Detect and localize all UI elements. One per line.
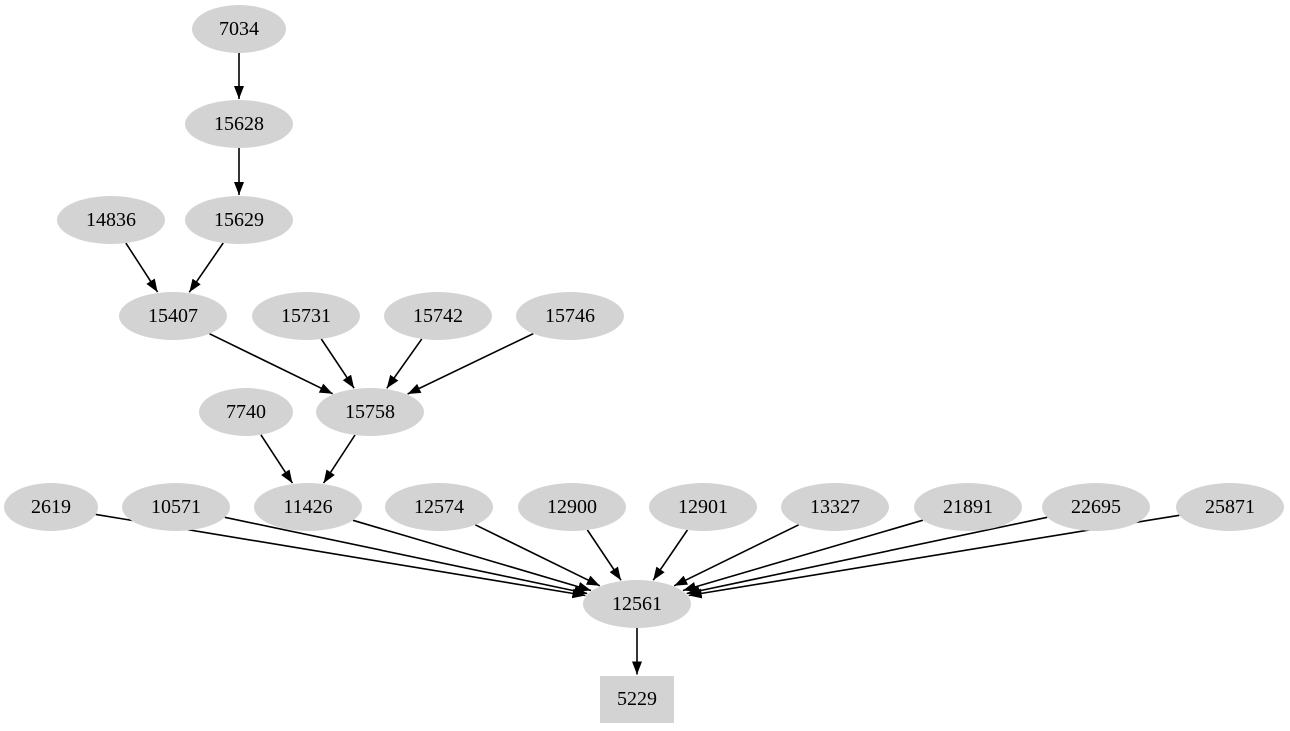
edge-10571-12561 [224,516,588,596]
node-label: 14836 [86,209,136,231]
graph-node-15758: 15758 [316,388,424,436]
node-label: 15407 [148,305,198,327]
edge-11426-12561 [352,519,592,592]
edge-14836-15407 [125,242,159,293]
graph-node-22695: 22695 [1042,483,1150,531]
graph-node-7740: 7740 [199,388,293,436]
graph-node-12574: 12574 [385,483,493,531]
node-label: 2619 [31,496,71,518]
graph-node-12900: 12900 [518,483,626,531]
graph-node-15407: 15407 [119,292,227,340]
node-label: 15731 [281,305,331,327]
edge-12900-12561 [586,529,622,581]
node-label: 25871 [1205,496,1255,518]
edge-15731-15758 [320,338,355,389]
graph-node-15742: 15742 [384,292,492,340]
edge-15629-15407 [188,242,224,293]
edge-13327-12561 [673,524,800,587]
node-label: 15742 [413,305,463,327]
graph-node-12561: 12561 [583,580,691,628]
node-label: 15628 [214,113,264,135]
edge-15407-15758 [209,332,334,395]
graph-node-2619: 2619 [4,483,98,531]
graph-node-25871: 25871 [1176,483,1284,531]
node-label: 12574 [414,496,464,518]
edge-12574-12561 [474,524,601,587]
graph-node-5229: 5229 [600,675,674,723]
graph-node-14836: 14836 [57,196,165,244]
node-label: 13327 [810,496,860,518]
graph-node-21891: 21891 [914,483,1022,531]
node-label: 15746 [545,305,595,327]
edge-15746-15758 [407,332,534,395]
edge-22695-12561 [686,516,1048,596]
graph-node-10571: 10571 [122,483,230,531]
edge-12901-12561 [652,529,689,581]
edge-15742-15758 [386,338,423,389]
node-label: 15758 [345,401,395,423]
graph-node-13327: 13327 [781,483,889,531]
edge-7740-11426 [260,434,294,484]
graph-node-15746: 15746 [516,292,624,340]
graph-node-11426: 11426 [254,483,362,531]
edge-15758-11426 [322,434,356,484]
node-label: 12900 [547,496,597,518]
graph-node-15628: 15628 [185,100,293,148]
node-label: 5229 [617,688,657,710]
node-label: 11426 [283,496,333,518]
node-label: 7740 [226,401,266,423]
graph-node-7034: 7034 [192,5,286,53]
node-label: 12561 [612,593,662,615]
node-label: 7034 [219,18,259,40]
edge-21891-12561 [682,519,924,592]
graph-node-15629: 15629 [185,196,293,244]
node-label: 21891 [943,496,993,518]
node-label: 12901 [678,496,728,518]
node-label: 22695 [1071,496,1121,518]
node-label: 15629 [214,209,264,231]
node-label: 10571 [151,496,201,518]
graph-node-15731: 15731 [252,292,360,340]
graph-node-12901: 12901 [649,483,757,531]
